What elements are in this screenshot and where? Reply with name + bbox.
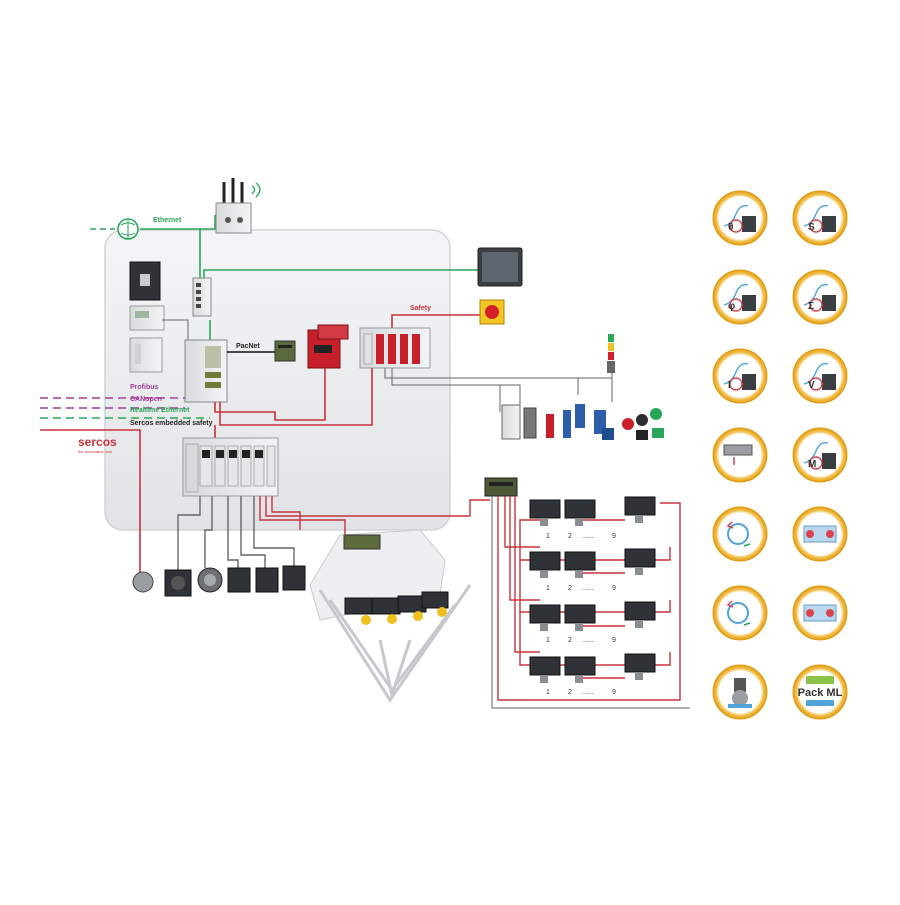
rotary-knife-icon [712,506,768,562]
field-devices [501,404,664,440]
safety-cable [391,314,480,328]
sercos-logo: sercos [78,435,117,449]
drive-number: 9 [612,533,616,540]
torque-motor-icon: M [792,427,848,483]
drive-number: 1 [546,533,550,540]
emergency-stop-button [479,299,505,325]
distributed-drive-power [491,496,690,709]
energy-meter [129,305,165,331]
s-curve-motor-icon: S [792,190,848,246]
conveyor-icon [792,506,848,562]
distributed-drive-units-shafts [540,515,643,683]
icon-glyph-label: V [808,380,815,391]
internet-globe-icon [117,218,139,240]
sercos-tagline: the automation bus [78,449,112,454]
pacnet-label: PacNet [236,343,260,350]
drive-row-1-labels: 1 2 ...... 9 [546,533,616,540]
drive-number: 2 [568,533,572,540]
motion-function-icon-grid: θ Sφ Σ I V M Pack ML [712,190,848,720]
fieldbus-lines [40,397,210,585]
drive-number: 2 [568,689,572,696]
icon-glyph-label: M [808,459,816,470]
drive-row-3-labels: 1 2 ...... 9 [546,637,616,644]
hmi-touch-panel [477,247,523,287]
icon-glyph-label: Σ [808,301,814,312]
safety-io-rack [359,327,431,369]
icon-glyph-label: I [728,380,731,391]
drive-number: 2 [568,637,572,644]
realtime-ethernet-label: Realtime Ethernet [130,407,190,414]
icon-glyph-label: S [808,222,815,233]
delta-robot [309,529,472,703]
drive-ellipsis: ...... [582,689,594,696]
drive-ellipsis: ...... [582,585,594,592]
phase-motor-icon: φ [712,269,768,325]
servo-drive-rack [182,437,279,497]
field-device-cables [384,368,613,412]
icon-glyph-label: Pack ML [798,687,843,699]
drive-ellipsis: ...... [582,533,594,540]
signal-tower-icon [607,334,615,373]
robot-icon [712,664,768,720]
servo-motors [132,565,306,597]
wireless-router [215,178,261,234]
drive-number: 1 [546,637,550,644]
drive-number: 9 [612,689,616,696]
cam-theta-icon: θ [712,190,768,246]
icon-glyph-label: θ [728,222,733,233]
icon-glyph-label: φ [728,301,735,312]
current-motor-icon: I [712,348,768,404]
drive-number: 9 [612,585,616,592]
motor-cables [177,496,295,572]
distributed-drive-units [529,496,656,676]
sigma-motor-icon: Σ [792,269,848,325]
network-switch [192,277,212,317]
circuit-breaker [129,261,161,301]
sercos-safety-label: Sercos embedded safety [130,420,213,427]
canopen-label: CANopen [130,396,162,403]
remote-drive-module [484,477,518,497]
profibus-label: Profibus [130,384,158,391]
motion-controller [184,339,228,403]
drive-row-4-labels: 1 2 ...... 9 [546,689,616,696]
drive-row-2-labels: 1 2 ...... 9 [546,585,616,592]
wifi-icon [251,182,261,198]
pacnet-module [274,340,296,362]
safety-label: Safety [410,305,431,312]
drive-number: 1 [546,689,550,696]
velocity-motor-icon: V [792,348,848,404]
drive-number: 2 [568,585,572,592]
drive-ellipsis: ...... [582,637,594,644]
cross-cutter-icon [712,585,768,641]
ethernet-label: Ethernet [153,217,182,224]
power-supply [129,337,163,373]
drive-number: 9 [612,637,616,644]
drive-number: 1 [546,585,550,592]
rollers-icon [792,585,848,641]
packml-icon: Pack ML [792,664,848,720]
linear-axis-icon [712,427,768,483]
safety-controller [307,324,349,369]
